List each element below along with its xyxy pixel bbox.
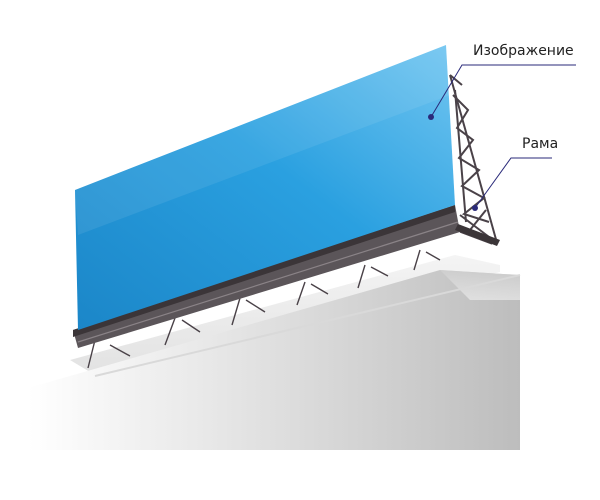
billboard-image-panel	[75, 45, 455, 330]
callout-image-label: Изображение	[473, 43, 574, 59]
callout-frame	[472, 157, 552, 211]
callout-frame-label: Рама	[522, 136, 559, 152]
frame-beam	[73, 205, 460, 348]
frame-beam-edge	[73, 205, 455, 337]
callout-image-dot	[428, 114, 434, 120]
callout-image	[428, 64, 576, 120]
panel-gloss	[75, 45, 450, 235]
frame-beam-highlight	[77, 221, 459, 343]
callout-frame-line	[474, 157, 552, 209]
truss-base-plate	[455, 224, 500, 246]
roof-edge	[94, 274, 521, 377]
building-front-face	[28, 270, 520, 450]
callout-image-line	[430, 64, 576, 118]
callout-frame-dot	[472, 205, 478, 211]
building-block	[28, 255, 521, 450]
